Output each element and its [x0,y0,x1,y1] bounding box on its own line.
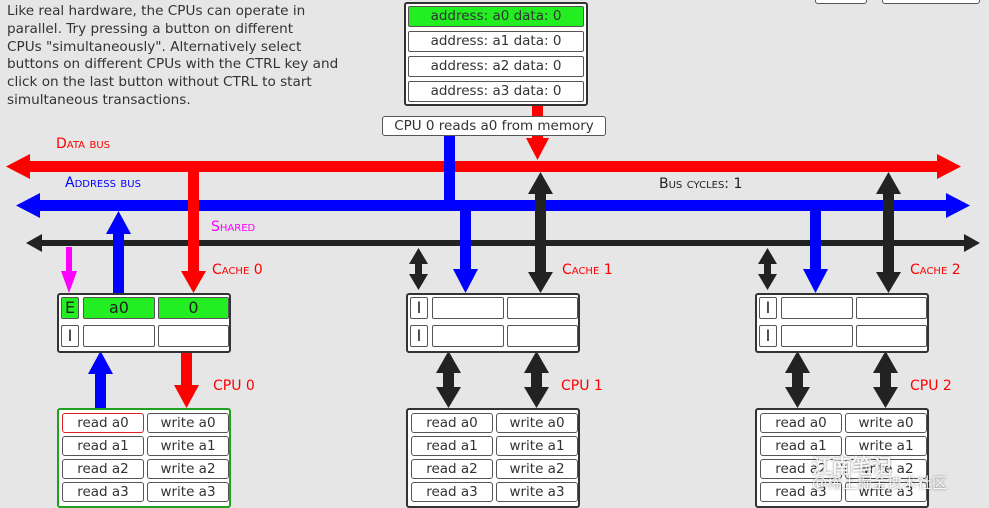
bus-cycles-counter: Bus cycles: 1 [659,176,743,192]
cpu2-write-a3-button[interactable]: write a3 [845,482,927,502]
cpu0-read-a3-button[interactable]: read a3 [62,482,144,502]
address-bus-label: Address bus [65,175,141,191]
cpu1-address-arrow [436,351,461,408]
shared-label: Shared [211,219,256,235]
cache-line-address: a0 [83,297,155,319]
cache2-address-arrow [803,211,828,293]
cpu-2-label: CPU 2 [910,378,952,394]
cache-1: I I [406,293,580,353]
cpu0-read-a2-button[interactable]: read a2 [62,459,144,479]
cache2-shared-arrow [758,248,777,290]
cpu0-write-a1-button[interactable]: write a1 [147,436,229,456]
cpu2-read-a0-button[interactable]: read a0 [760,413,842,433]
cpu1-read-a3-button[interactable]: read a3 [411,482,493,502]
cache-line-data [856,325,927,347]
cache1-data-arrow [528,172,553,293]
cache-line-state: I [759,325,777,347]
cache-line-data [507,325,578,347]
cache-0: E a0 0 I [57,293,231,353]
cache-line-state: I [61,325,79,347]
cpu1-read-a0-button[interactable]: read a0 [411,413,493,433]
cache-line-address [83,325,155,347]
memory-row-a3: address: a3 data: 0 [408,81,584,102]
cpu2-read-a2-button[interactable]: read a2 [760,459,842,479]
cache-line-state: I [759,297,777,319]
cache-2: I I [755,293,929,353]
cpu1-read-a2-button[interactable]: read a2 [411,459,493,479]
data-bus-line [6,154,961,179]
cpu0-read-a0-button[interactable]: read a0 [62,413,144,433]
cpu-0-label: CPU 0 [213,378,255,394]
cache-line-state: I [410,325,428,347]
cache-line-data: 0 [158,297,229,319]
cpu2-write-a0-button[interactable]: write a0 [845,413,927,433]
top-toolbar-button[interactable] [815,0,867,4]
cpu1-write-a3-button[interactable]: write a3 [496,482,578,502]
cache-line-address [432,297,504,319]
cache2-data-arrow [876,172,901,293]
cpu0-read-a1-button[interactable]: read a1 [62,436,144,456]
watermark-subtitle: @稀土掘金技术社区 [812,474,948,492]
cpu0-data-arrow [174,351,199,408]
cache1-address-arrow [453,211,478,293]
top-toolbar-button[interactable] [882,0,980,4]
cache-line-state: I [410,297,428,319]
cpu2-read-a3-button[interactable]: read a3 [760,482,842,502]
cpu1-data-arrow [524,351,549,408]
cpu1-write-a0-button[interactable]: write a0 [496,413,578,433]
cpu-1-label: CPU 1 [561,378,603,394]
cpu1-read-a1-button[interactable]: read a1 [411,436,493,456]
memory-row-a0: address: a0 data: 0 [408,6,584,27]
intro-text: Like real hardware, the CPUs can operate… [7,3,339,108]
cpu-1-panel: read a0 write a0 read a1 write a1 read a… [406,408,580,508]
cpu0-write-a3-button[interactable]: write a3 [147,482,229,502]
cpu-0-panel: read a0 write a0 read a1 write a1 read a… [57,408,231,508]
cache0-shared-arrow [61,247,77,293]
address-bus-line [16,193,970,218]
cache-line-data [856,297,927,319]
cache0-address-arrow [106,211,131,294]
cpu1-write-a1-button[interactable]: write a1 [496,436,578,456]
watermark-title: 江南笔记 [812,454,892,478]
memory-block: address: a0 data: 0 address: a1 data: 0 … [404,2,588,106]
cache-line-address [781,325,853,347]
cpu2-write-a1-button[interactable]: write a1 [845,436,927,456]
cpu1-write-a2-button[interactable]: write a2 [496,459,578,479]
cpu0-write-a0-button[interactable]: write a0 [147,413,229,433]
cache-2-label: Cache 2 [910,262,961,278]
cpu-2-panel: read a0 write a0 read a1 write a1 read a… [755,408,929,508]
cpu2-read-a1-button[interactable]: read a1 [760,436,842,456]
memory-row-a2: address: a2 data: 0 [408,56,584,77]
memory-address-arrow [444,136,455,206]
cpu2-address-arrow [785,351,810,408]
cache-line-address [432,325,504,347]
cpu2-write-a2-button[interactable]: write a2 [845,459,927,479]
cpu0-address-arrow [88,351,113,408]
status-message: CPU 0 reads a0 from memory [382,116,606,136]
cache0-data-arrow [181,172,206,293]
shared-line [26,234,980,252]
cache-0-label: Cache 0 [212,262,263,278]
cache-line-data [158,325,229,347]
cpu0-write-a2-button[interactable]: write a2 [147,459,229,479]
memory-row-a1: address: a1 data: 0 [408,31,584,52]
cpu2-data-arrow [873,351,898,408]
cache-line-data [507,297,578,319]
cache-1-label: Cache 1 [562,262,613,278]
cache-line-state: E [61,297,79,319]
cache1-shared-arrow [409,248,428,290]
data-bus-label: Data bus [56,136,110,152]
cache-line-address [781,297,853,319]
